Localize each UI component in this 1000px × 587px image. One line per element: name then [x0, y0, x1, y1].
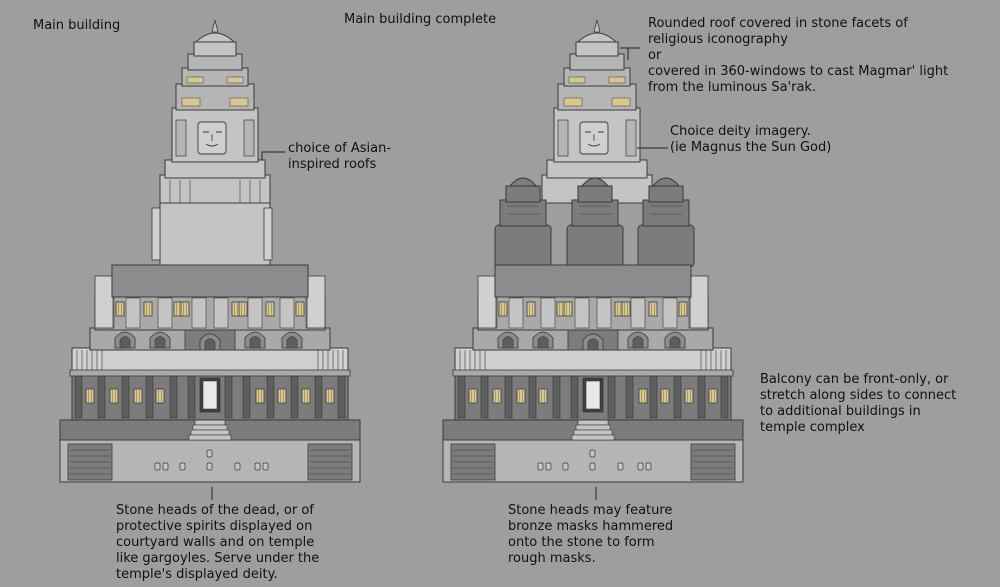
rounded-roof-note: Rounded roof covered in stone facets of …: [648, 16, 949, 95]
bronze-masks-note: Stone heads may feature bronze masks ham…: [508, 503, 674, 566]
asian-roofs-note: choice of Asian- inspired roofs: [288, 141, 392, 172]
deity-imagery-note: Choice deity imagery. (ie Magnus the Sun…: [670, 124, 832, 155]
stone-heads-note: Stone heads of the dead, or of protectiv…: [116, 503, 320, 582]
main-building-label: Main building: [33, 18, 121, 33]
main-building-complete-label: Main building complete: [344, 12, 497, 27]
callout-lines: [211, 47, 668, 500]
temple-main-building: [60, 19, 360, 482]
balcony-note: Balcony can be front-only, or stretch al…: [760, 372, 957, 435]
temple-main-building-complete: [443, 19, 743, 482]
